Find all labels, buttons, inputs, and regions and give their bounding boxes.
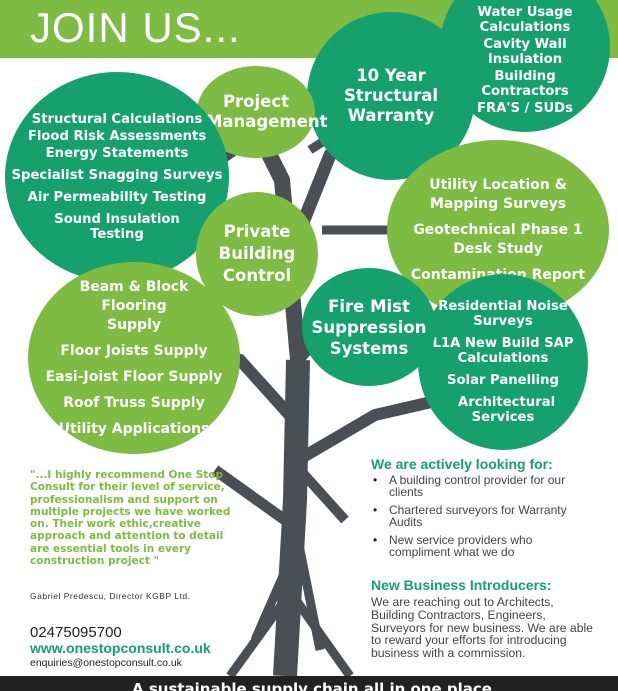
service-item: Architectural Services: [458, 395, 556, 425]
service-item: L1A New Build SAP Calculations: [432, 336, 574, 366]
testimonial-author: Gabriel Predescu, Director KGBP Ltd.: [30, 591, 191, 601]
supply-item: Utility Applications: [58, 420, 210, 437]
service-item: Air Permeability Testing: [27, 190, 207, 205]
footer-banner: A sustainable supply chain all in one pl…: [0, 676, 618, 691]
fire-mist-label: Fire Mist Suppression Systems: [311, 296, 427, 358]
service-item: Sound Insulation Testing: [54, 212, 180, 242]
contact-email-link[interactable]: enquiries@onestopconsult.co.uk: [30, 657, 182, 669]
project-management-label: Project Management: [206, 92, 328, 131]
service-item: Geotechnical Phase 1 Desk Study: [413, 221, 583, 257]
supply-item: Roof Truss Supply: [63, 394, 205, 411]
service-item: Energy Statements: [45, 146, 189, 161]
service-item: Cavity Wall Insulation: [483, 36, 567, 67]
circle-supply: Beam & Block Flooring Supply Floor Joist…: [28, 262, 240, 454]
list-item: Chartered surveyors for Warranty Audits: [371, 504, 596, 528]
service-item: Flood Risk Assessments: [27, 129, 207, 144]
footer-text: A sustainable supply chain all in one pl…: [132, 680, 492, 691]
looking-for-heading: We are actively looking for:: [371, 456, 553, 472]
private-building-control-label: Private Building Control: [218, 222, 296, 285]
circle-lower-right-services: Residential Noise Surveys L1A New Build …: [418, 274, 588, 450]
service-item: Residential Noise Surveys: [438, 299, 568, 329]
service-item: FRA'S / SUDs: [477, 100, 573, 116]
contact-phone: 02475095700: [30, 624, 122, 641]
service-item: Structural Calculations: [31, 112, 203, 127]
list-item: A building control provider for our clie…: [371, 474, 596, 498]
warranty-label: 10 Year Structural Warranty: [344, 66, 438, 125]
introducers-text: We are reaching out to Architects, Build…: [371, 595, 593, 661]
supply-item: Easi-Joist Floor Supply: [45, 368, 223, 385]
looking-for-list: A building control provider for our clie…: [371, 474, 596, 564]
contact-website-link[interactable]: www.onestopconsult.co.uk: [30, 640, 211, 656]
page-title: JOIN US...: [30, 4, 241, 51]
circle-right-services: Utility Location & Mapping Surveys Geote…: [387, 140, 609, 320]
list-item: New service providers who compliment wha…: [371, 534, 596, 558]
service-item: Solar Panelling: [446, 373, 559, 388]
circle-fire-mist: Fire Mist Suppression Systems: [302, 268, 436, 386]
supply-item: Floor Joists Supply: [60, 342, 208, 359]
introducers-heading: New Business Introducers:: [371, 577, 552, 593]
service-item: Building Contractors: [481, 68, 569, 99]
circle-private-building-control: Private Building Control: [196, 192, 318, 316]
service-item: Specialist Snagging Surveys: [11, 168, 223, 183]
service-item: Utility Location & Mapping Surveys: [429, 176, 567, 212]
circle-left-services: Structural Calculations Flood Risk Asses…: [5, 72, 229, 282]
testimonial-quote: "...I highly recommend One Stop Consult …: [30, 469, 231, 568]
service-item: Water Usage Calculations: [477, 4, 573, 35]
supply-item: Beam & Block Flooring Supply: [79, 278, 189, 333]
